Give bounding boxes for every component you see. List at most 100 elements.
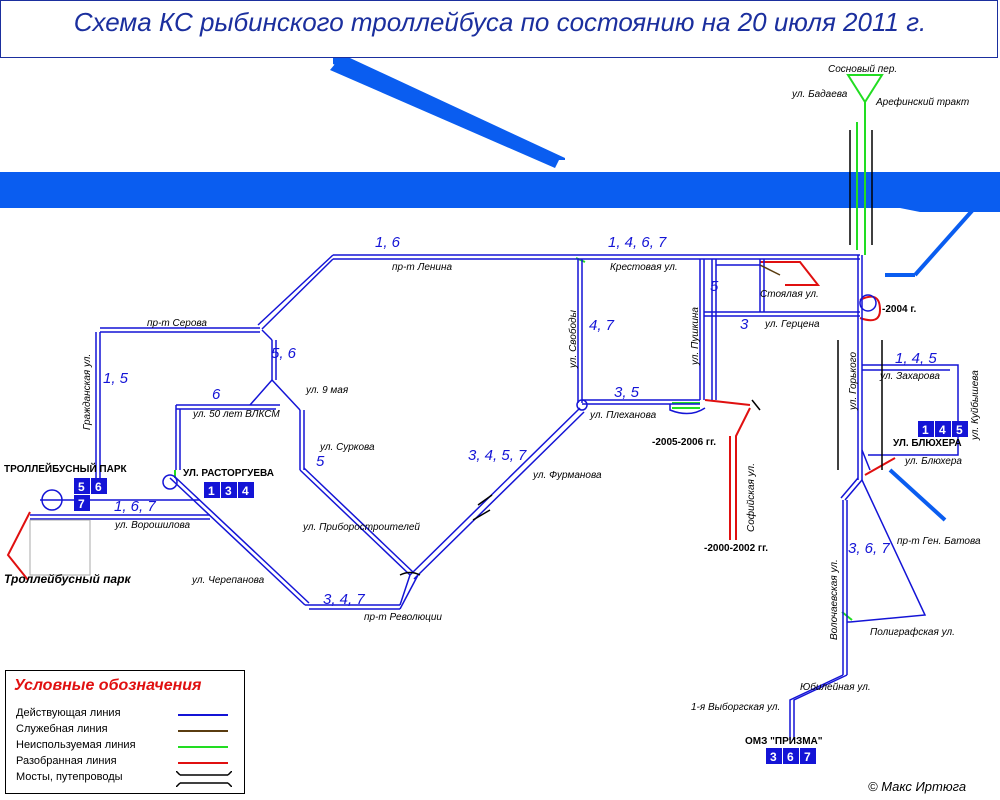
blyukhera-route-boxes: 1 4 5 — [918, 421, 968, 437]
street-arefinsky: Арефинский тракт — [875, 96, 969, 108]
legend-swatch-service — [178, 730, 228, 732]
route-box-number: 4 — [242, 484, 249, 498]
street-pushkina: ул. Пушкина — [690, 307, 701, 366]
route-box-number: 5 — [956, 423, 963, 437]
legend-swatch-active — [178, 714, 228, 716]
street-yubileynaya: Юбилейная ул. — [800, 681, 871, 693]
route-box — [204, 482, 220, 498]
route-box-number: 1 — [208, 484, 215, 498]
route-label-3: 3 — [740, 316, 749, 333]
route-label-1-4-5: 1, 4, 5 — [895, 350, 937, 367]
map-title: Схема КС рыбинского троллейбуса по состо… — [73, 7, 927, 37]
route-box — [74, 478, 90, 494]
route-box-number: 1 — [922, 423, 929, 437]
street-poligrafskaya: Полиграфская ул. — [870, 626, 955, 638]
route-box-number: 7 — [78, 497, 85, 511]
route-box-number: 6 — [787, 750, 794, 764]
street-krestovaya: Крестовая ул. — [610, 262, 678, 273]
street-grazhdanskaya: Гражданская ул. — [82, 354, 93, 430]
route-box — [918, 421, 934, 437]
street-volochaevskaya: Волочаевская ул. — [829, 559, 840, 640]
terminal-prizma-label: ОМЗ "ПРИЗМА" — [745, 736, 823, 747]
route-box-number: 6 — [95, 480, 102, 494]
street-gertsena: ул. Герцена — [764, 319, 820, 330]
route-label-5: 5 — [710, 278, 719, 295]
street-revolyutsii: пр-т Революции — [364, 612, 442, 623]
route-box — [91, 478, 107, 494]
route-label-1-5: 1, 5 — [103, 370, 129, 387]
route-box-number: 4 — [939, 423, 946, 437]
street-sofiyskaya: Софийская ул. — [745, 463, 757, 532]
year-2000: -2000-2002 гг. — [704, 543, 768, 554]
street-priborostroiteley: ул. Приборостроителей — [302, 521, 420, 533]
street-batova: пр-т Ген. Батова — [897, 536, 981, 547]
street-voroshilova: ул. Ворошилова — [114, 520, 191, 531]
title-box: Схема КС рыбинского троллейбуса по состо… — [0, 0, 998, 58]
route-label-1-6-7: 1, 6, 7 — [114, 498, 156, 515]
route-label-4-7: 4, 7 — [589, 317, 615, 334]
route-label-3-4-7: 3, 4, 7 — [323, 591, 365, 608]
unused-lines — [174, 74, 884, 621]
river — [0, 58, 1000, 212]
legend-title: Условные обозначения — [14, 677, 202, 694]
park-building — [29, 519, 91, 576]
street-surkova: ул. Суркова — [319, 442, 375, 453]
route-box-number: 5 — [78, 480, 85, 494]
river-branches — [885, 183, 997, 522]
street-svobody: ул. Свободы — [567, 309, 579, 369]
route-label-3-4-5-7: 3, 4, 5, 7 — [468, 447, 527, 464]
route-box — [766, 748, 782, 764]
legend-swatch-removed — [178, 762, 228, 764]
active-lines — [30, 254, 959, 740]
street-gorkogo: ул. Горького — [848, 352, 859, 411]
removed-lines — [6, 261, 896, 581]
rastorgueva-route-boxes: 1 3 4 — [204, 482, 254, 498]
street-furmanova: ул. Фурманова — [532, 470, 602, 481]
year-2005: -2005-2006 гг. — [652, 437, 716, 448]
copyright: © Макс Иртюга — [868, 779, 967, 794]
route-label-3-6-7: 3, 6, 7 — [848, 540, 890, 557]
year-2004: -2004 г. — [882, 304, 917, 315]
park-route-boxes: 5 6 7 — [74, 478, 107, 511]
route-label-6: 6 — [212, 386, 221, 403]
street-sosnovy: Сосновый пер. — [828, 64, 897, 75]
route-label-5b: 5 — [316, 453, 325, 470]
terminal-rastorgueva-label: УЛ. РАСТОРГУЕВА — [183, 468, 274, 479]
street-serova: пр-т Серова — [147, 318, 207, 329]
route-box-number: 7 — [804, 750, 811, 764]
legend-swatch-unused — [178, 746, 228, 748]
street-zakharova: ул. Захарова — [879, 371, 940, 382]
legend-item-bridge: Мосты, путепроводы — [16, 771, 123, 783]
legend-item-active: Действующая линия — [16, 707, 121, 719]
legend-item-unused: Неиспользуемая линия — [16, 739, 136, 751]
route-box — [935, 421, 951, 437]
bridges — [399, 130, 883, 576]
terminal-blyukhera-label: УЛ. БЛЮХЕРА — [893, 438, 962, 449]
route-box-number: 3 — [770, 750, 777, 764]
route-box — [74, 495, 90, 511]
route-label-3-5: 3, 5 — [614, 384, 640, 401]
legend-item-service: Служебная линия — [16, 723, 108, 735]
route-box — [783, 748, 799, 764]
service-lines — [759, 264, 781, 276]
route-box — [238, 482, 254, 498]
terminal-loops — [41, 294, 877, 511]
route-box-number: 3 — [225, 484, 232, 498]
terminal-park-label: ТРОЛЛЕЙБУСНЫЙ ПАРК — [4, 462, 128, 475]
route-box — [952, 421, 968, 437]
legend: Условные обозначения Действующая линия С… — [5, 670, 245, 794]
terminal-park-bottom-label: Троллейбусный парк — [4, 572, 131, 586]
street-stoyalaya: Стоялая ул. — [760, 289, 819, 300]
street-lenina: пр-т Ленина — [392, 262, 452, 273]
street-cherepanova: ул. Черепанова — [191, 575, 265, 586]
street-50let: ул. 50 лет ВЛКСМ — [192, 409, 280, 420]
route-label-5-6: 5, 6 — [271, 345, 297, 362]
street-badaeva: ул. Бадаева — [791, 89, 848, 100]
prizma-route-boxes: 3 6 7 — [766, 748, 816, 764]
street-9may: ул. 9 мая — [305, 385, 349, 396]
route-label-1-4-6-7: 1, 4, 6, 7 — [608, 234, 667, 251]
route-box — [800, 748, 816, 764]
route-box — [221, 482, 237, 498]
legend-item-removed: Разобранная линия — [16, 755, 117, 767]
